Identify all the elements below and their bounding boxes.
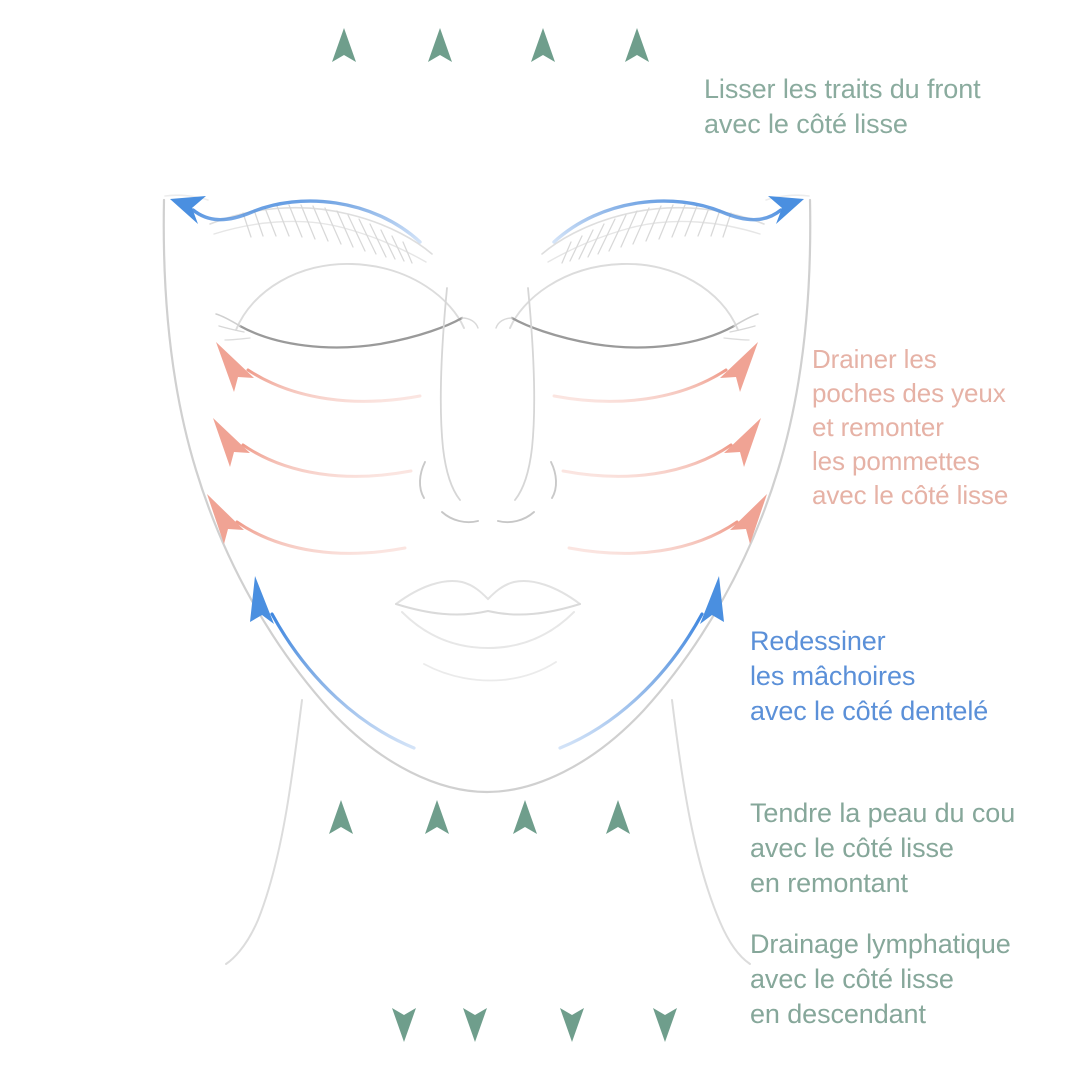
arrowhead [170,196,206,224]
neck-down-arrow-4 [653,951,677,1042]
caption-forehead: Lisser les traits du front avec le côté … [704,74,981,140]
eye-left-lash-line [238,316,464,349]
arrowhead [250,576,274,624]
jawline-arrow-right [558,576,724,750]
eyebrow-right-group [541,204,765,264]
eye-left-lash-3 [224,337,251,341]
neck-down-arrow-3 [560,920,584,1042]
eyebrow-sweep-arrow-left [170,196,422,244]
nose-bridge-left [439,287,461,501]
lip-lower-outline [401,611,575,650]
hairline-right [765,194,810,201]
arrowhead [216,342,254,392]
arrowhead [720,342,758,392]
under-eye-cheek-arrows-left [207,342,422,555]
neck-down-arrows [392,920,677,1042]
cheek-arrow-left-1 [216,342,422,403]
eye-right-socket-crease [509,263,739,331]
cheek-arrow-left-2 [213,418,413,478]
nose-base-right [497,511,535,524]
lips-group [395,580,581,682]
lip-upper-outline [395,580,581,605]
cheek-arrow-right-2 [561,418,761,478]
forehead-up-arrow-1 [332,28,356,160]
eye-left-group [215,263,479,349]
neck-down-arrow-2 [463,920,487,1042]
eye-left-inner-corner [461,317,479,329]
nose-left-nostril-wing [419,461,426,499]
forehead-up-arrow-2 [428,28,452,178]
face-outline-group [162,194,812,965]
caption-neck-up: Tendre la peau du cou avec le côté lisse… [750,798,1016,899]
cheek-arrow-right-3 [567,494,767,555]
eye-right-lash-1 [733,313,759,327]
eye-left-lash-1 [215,313,241,327]
arrowhead [768,196,804,224]
neck-up-arrow-4 [606,800,630,898]
caption-eyes: Drainer les poches des yeux et remonter … [812,344,1009,511]
neck-up-arrows [329,800,630,915]
eyebrow-right-hatching [561,204,732,264]
jawline-arrows [250,576,724,750]
nose-group [419,287,557,524]
caption-jaw: Redessiner les mâchoires avec le côté de… [750,626,989,727]
eyebrow-left-hatching [242,204,413,264]
arrowhead [700,576,724,624]
forehead-up-arrow-3 [531,28,555,178]
arrowhead [213,418,250,467]
cheek-arrow-left-3 [207,494,407,555]
neck-up-arrow-1 [329,800,353,898]
arrowhead [730,494,767,544]
eye-right-inner-corner [495,317,513,329]
eye-left-lash-2 [218,325,245,333]
under-eye-cheek-arrows-right [552,342,767,555]
eyebrow-sweep-arrows [170,196,804,244]
nose-bridge-right [514,287,536,501]
eye-left-socket-crease [235,263,465,331]
forehead-up-arrows [332,28,649,178]
eyebrow-sweep-arrow-right [552,196,804,244]
cheek-arrow-right-1 [552,342,758,403]
neck-down-arrow-1 [392,951,416,1042]
nose-base-left [441,511,479,524]
jawline-arrow-left [250,576,416,750]
eye-right-lash-line [510,316,736,349]
eye-right-lash-2 [729,325,756,333]
eye-right-group [495,263,759,349]
neck-up-arrow-2 [425,800,449,912]
nose-right-nostril-wing [550,461,557,499]
face-contour [162,198,812,794]
arrowhead [207,494,244,544]
arrowhead [724,418,761,467]
neck-right-contour [671,699,751,965]
lip-mouth-line [395,603,581,616]
hairline-left [164,194,209,201]
forehead-up-arrow-4 [625,28,649,152]
lip-shadow-line [423,661,557,682]
neck-left-contour [225,699,303,965]
neck-up-arrow-3 [513,800,537,915]
caption-neck-down: Drainage lymphatique avec le côté lisse … [750,929,1011,1030]
eye-right-lash-3 [723,337,750,341]
